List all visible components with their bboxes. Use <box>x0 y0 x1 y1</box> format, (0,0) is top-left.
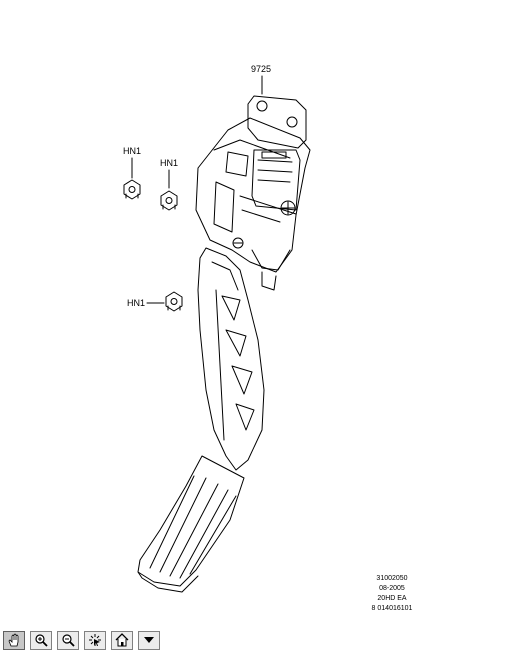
reference-line: 31002050 <box>376 575 408 582</box>
pedal-arm <box>197 247 265 471</box>
select-button[interactable] <box>84 630 106 650</box>
callout-hn1-c: HN1 <box>127 298 146 308</box>
home-icon <box>115 633 129 647</box>
pedal-pad <box>137 455 245 593</box>
zoom-in-icon <box>35 634 48 647</box>
zoom-in-button[interactable] <box>30 630 52 650</box>
zoom-out-icon <box>62 634 75 647</box>
callout-9725: 9725 <box>251 64 272 74</box>
reference-line: 20HD EA <box>377 595 407 602</box>
home-button[interactable] <box>111 630 133 650</box>
nut-hn1-a <box>123 179 141 200</box>
select-cursor-icon <box>89 634 101 646</box>
nut-hn1-b <box>160 190 178 211</box>
nut-hn1-c <box>165 291 183 312</box>
pedal-mounting-bracket <box>195 95 311 291</box>
menu-dropdown-button[interactable] <box>138 630 160 650</box>
zoom-out-button[interactable] <box>57 630 79 650</box>
drawing-reference-block: 31002050 08-2005 20HD EA 8 014016101 <box>360 574 424 614</box>
callout-hn1-a: HN1 <box>123 146 142 156</box>
viewer-toolbar <box>0 630 520 650</box>
reference-line: 8 014016101 <box>371 605 413 612</box>
pan-hand-icon <box>8 633 19 647</box>
pedal-diagram <box>123 75 311 593</box>
reference-line: 08-2005 <box>379 585 405 592</box>
drawing-viewer[interactable]: 9725 HN1 HN1 HN1 31002050 08-2005 20HD E… <box>0 0 520 630</box>
dropdown-arrow-icon <box>144 637 154 643</box>
callout-hn1-b: HN1 <box>160 158 179 168</box>
pan-button[interactable] <box>3 630 25 650</box>
